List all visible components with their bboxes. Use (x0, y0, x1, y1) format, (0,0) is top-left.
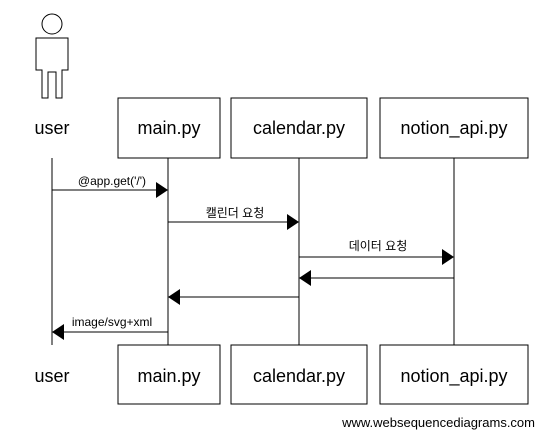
message-3: 데이터 요청 (299, 239, 454, 265)
message-label-1: @app.get('/') (78, 174, 146, 188)
arrowhead-right-icon (156, 182, 168, 198)
participant-label-notion-bottom: notion_api.py (400, 366, 507, 387)
message-2: 캘린더 요청 (168, 206, 299, 230)
message-5 (168, 289, 299, 305)
arrowhead-left-icon (168, 289, 180, 305)
watermark: www.websequencediagrams.com (341, 415, 535, 430)
participant-label-notion-top: notion_api.py (400, 118, 507, 139)
participant-label-calendar-bottom: calendar.py (253, 366, 345, 386)
participant-label-calendar-top: calendar.py (253, 118, 345, 138)
participant-label-main-top: main.py (137, 118, 200, 138)
message-label-3: 데이터 요청 (349, 239, 408, 253)
message-6: image/svg+xml (52, 315, 168, 340)
arrowhead-right-icon (287, 214, 299, 230)
arrowhead-right-icon (442, 249, 454, 265)
participant-box-notion-bottom: notion_api.py (379, 344, 529, 405)
message-label-6: image/svg+xml (72, 315, 152, 329)
actor-label-bottom: user (34, 366, 69, 386)
arrowhead-left-icon (52, 324, 64, 340)
user-stick-figure-top (35, 13, 69, 99)
participant-box-main-top: main.py (117, 97, 221, 159)
message-4 (299, 270, 454, 286)
participant-label-main-bottom: main.py (137, 366, 200, 386)
participant-box-main-bottom: main.py (117, 344, 221, 405)
arrowhead-left-icon (299, 270, 311, 286)
participant-box-calendar-top: calendar.py (230, 97, 368, 159)
message-label-2: 캘린더 요청 (206, 206, 265, 220)
message-1: @app.get('/') (52, 174, 168, 198)
actor-label-top: user (34, 118, 69, 138)
participant-box-notion-top: notion_api.py (379, 97, 529, 159)
participant-box-calendar-bottom: calendar.py (230, 344, 368, 405)
